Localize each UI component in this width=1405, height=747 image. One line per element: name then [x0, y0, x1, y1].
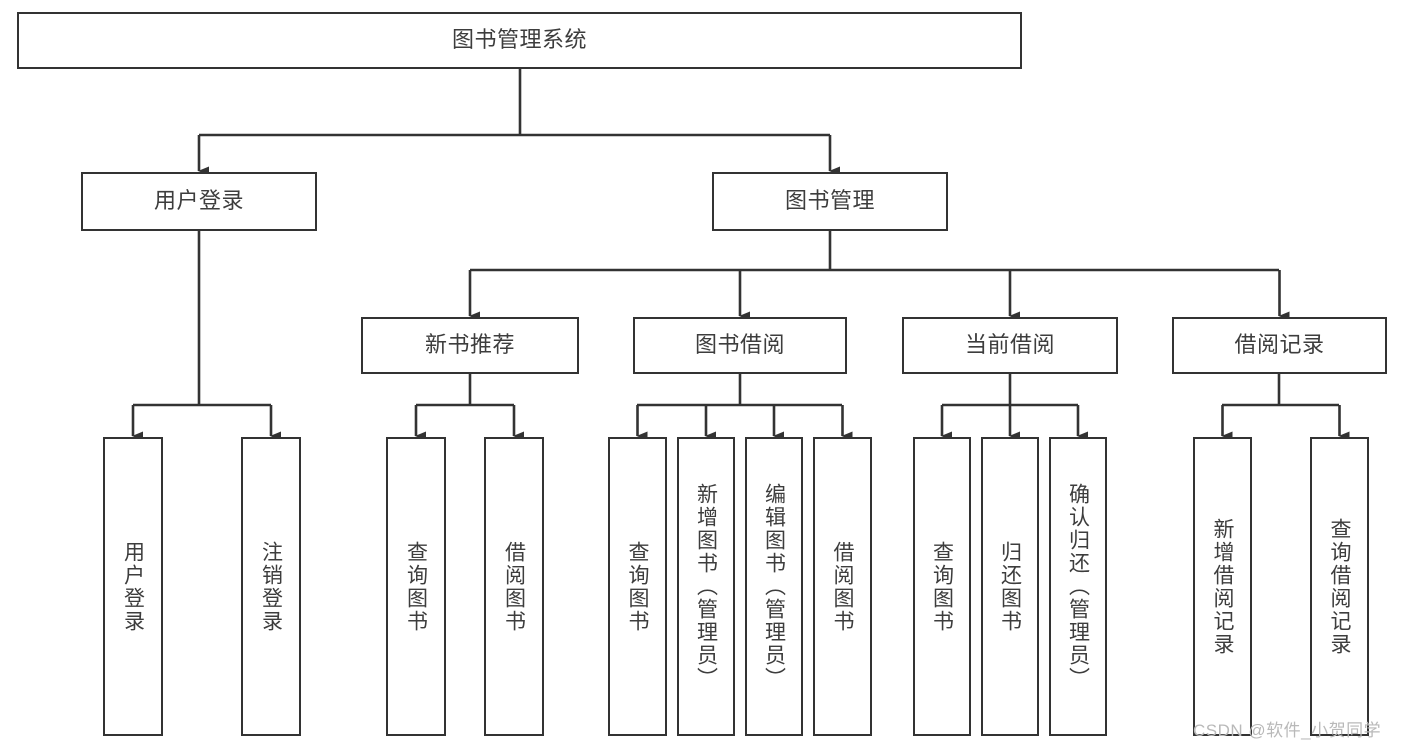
node-leaf-query-record[interactable]: 查询借阅记录 [1310, 437, 1369, 736]
node-label-leaf-query-book-2: 查询图书 [626, 540, 649, 633]
node-root[interactable]: 图书管理系统 [17, 12, 1022, 69]
node-label-leaf-borrow-book-1: 借阅图书 [502, 540, 526, 633]
node-current-borrow[interactable]: 当前借阅 [902, 317, 1118, 374]
node-label-leaf-user-logout: 注销登录 [259, 540, 283, 633]
node-label-leaf-edit-book: 编辑图书（管理员） [762, 483, 786, 690]
node-borrow-record[interactable]: 借阅记录 [1172, 317, 1387, 374]
node-leaf-return-book[interactable]: 归还图书 [981, 437, 1039, 736]
node-label-book-borrow: 图书借阅 [694, 332, 785, 358]
node-label-leaf-user-login: 用户登录 [121, 540, 145, 633]
node-leaf-add-record[interactable]: 新增借阅记录 [1193, 437, 1252, 736]
node-label-leaf-return-book: 归还图书 [998, 540, 1022, 633]
node-label-leaf-add-record: 新增借阅记录 [1211, 517, 1234, 656]
node-user-login[interactable]: 用户登录 [81, 172, 317, 231]
node-label-leaf-add-book: 新增图书（管理员） [694, 483, 718, 690]
node-label-leaf-query-record: 查询借阅记录 [1328, 517, 1351, 656]
node-label-leaf-confirm-ret: 确认归还（管理员） [1066, 483, 1090, 690]
node-leaf-confirm-ret[interactable]: 确认归还（管理员） [1049, 437, 1107, 736]
node-book-manage[interactable]: 图书管理 [712, 172, 948, 231]
node-label-current-borrow: 当前借阅 [964, 332, 1055, 358]
node-label-book-manage: 图书管理 [784, 188, 875, 214]
node-leaf-borrow-book-1[interactable]: 借阅图书 [484, 437, 544, 736]
node-leaf-edit-book[interactable]: 编辑图书（管理员） [745, 437, 803, 736]
node-new-book-rec[interactable]: 新书推荐 [361, 317, 579, 374]
node-leaf-add-book[interactable]: 新增图书（管理员） [677, 437, 735, 736]
node-label-user-login: 用户登录 [153, 188, 244, 214]
node-leaf-borrow-book-2[interactable]: 借阅图书 [813, 437, 872, 736]
node-label-borrow-record: 借阅记录 [1234, 332, 1325, 358]
node-leaf-query-book-2[interactable]: 查询图书 [608, 437, 667, 736]
node-label-leaf-query-book-3: 查询图书 [930, 540, 954, 633]
node-label-new-book-rec: 新书推荐 [424, 332, 515, 358]
node-label-leaf-query-book-1: 查询图书 [404, 540, 428, 633]
node-leaf-query-book-1[interactable]: 查询图书 [386, 437, 446, 736]
node-leaf-user-logout[interactable]: 注销登录 [241, 437, 301, 736]
node-leaf-query-book-3[interactable]: 查询图书 [913, 437, 971, 736]
node-book-borrow[interactable]: 图书借阅 [633, 317, 847, 374]
node-label-leaf-borrow-book-2: 借阅图书 [831, 540, 854, 633]
node-label-root: 图书管理系统 [451, 27, 587, 53]
node-leaf-user-login[interactable]: 用户登录 [103, 437, 163, 736]
